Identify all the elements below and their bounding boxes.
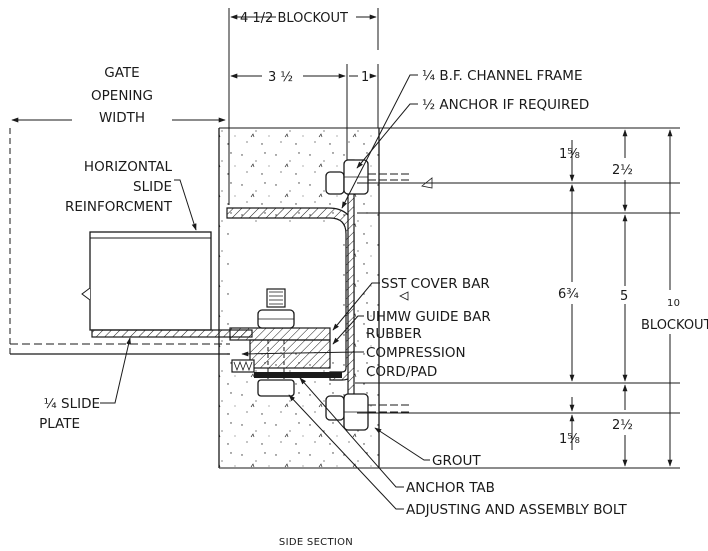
mid-dim-b: 5 (620, 289, 628, 304)
adjusting-bolt (257, 288, 295, 397)
label-reinforcement-1: HORIZONTAL (84, 159, 173, 175)
floor-line (10, 343, 230, 355)
label-uhmw: UHMW GUIDE BAR (366, 309, 491, 325)
top-dim-a: 1⅝ (559, 147, 580, 162)
bottom-dim-a: 1⅝ (559, 432, 580, 447)
dim-right-group: 1⅝ 2½ 6¾ 5 10 BLOCKOUT 1⅝ 2½ (355, 129, 708, 467)
one-label: 1 (361, 70, 369, 85)
label-grout: GROUT (432, 453, 481, 469)
label-adjusting-bolt: ADJUSTING AND ASSEMBLY BOLT (406, 502, 628, 518)
slide-plate (91, 329, 253, 338)
three-half-label: 3 ½ (268, 70, 293, 85)
dim-three-half: 3 ½ 1 (230, 64, 379, 160)
label-rubber-3: CORD/PAD (366, 364, 437, 380)
label-slide-plate-2: PLATE (39, 416, 80, 432)
gate-label-3: WIDTH (99, 110, 145, 126)
blockout-right-num: 10 (667, 298, 680, 309)
label-rubber-2: COMPRESSION (366, 345, 466, 361)
label-bf-channel: ¼ B.F. CHANNEL FRAME (422, 68, 582, 84)
mid-dim-a: 6¾ (558, 287, 579, 302)
sst-cover-bar (229, 327, 331, 341)
label-sst-cover: SST COVER BAR (381, 276, 490, 292)
label-reinforcement-2: SLIDE (133, 179, 172, 195)
label-slide-plate-1: ¼ SLIDE (44, 396, 100, 412)
callout-leaders (100, 74, 430, 510)
gate-label-1: GATE (104, 65, 139, 81)
caption-side-section: SIDE SECTION (279, 537, 353, 548)
label-rubber-1: RUBBER (366, 326, 422, 342)
label-reinforcement-3: REINFORCMENT (65, 199, 173, 215)
top-dim-b: 2½ (612, 163, 633, 178)
horizontal-slide-reinforcement (81, 231, 212, 331)
label-anchor: ½ ANCHOR IF REQUIRED (422, 97, 589, 113)
dim-gate-opening: GATE OPENING WIDTH (11, 65, 226, 126)
blockout-right-word: BLOCKOUT (641, 318, 708, 333)
bottom-anchor (325, 393, 410, 431)
gate-label-2: OPENING (91, 88, 153, 104)
label-anchor-tab: ANCHOR TAB (406, 480, 495, 496)
blockout-top-label: 4 1/2 BLOCKOUT (240, 11, 348, 26)
bottom-dim-b: 2½ (612, 418, 633, 433)
anchor-tab (254, 372, 342, 378)
dim-blockout-top: 4 1/2 BLOCKOUT (228, 8, 379, 205)
